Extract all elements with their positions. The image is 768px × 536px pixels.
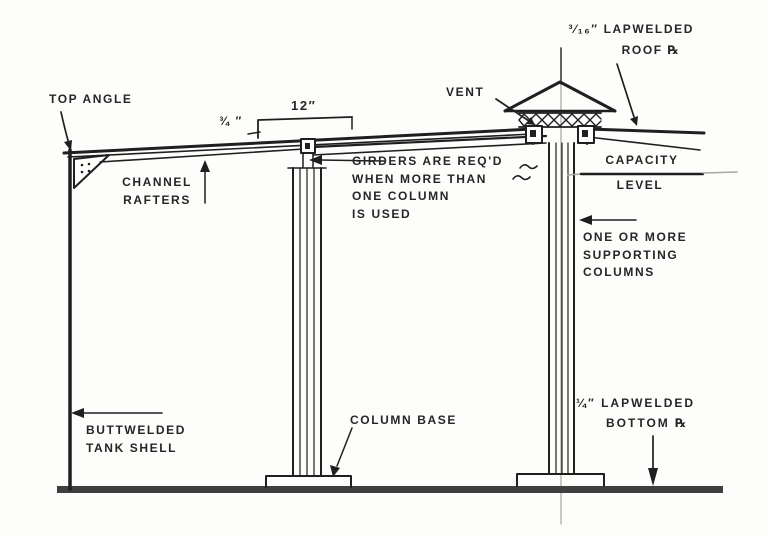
bottom-plate-label-line1: ¼″ LAPWELDED <box>576 396 696 410</box>
tank-shell-label: BUTTWELDED TANK SHELL <box>86 423 186 455</box>
rafter-line <box>99 148 305 163</box>
right-column <box>548 142 575 475</box>
top-angle-gusset <box>73 154 110 189</box>
leader-top-angle <box>60 111 72 151</box>
girder-dimension-bracket <box>247 116 353 139</box>
tilde-leaders <box>512 164 538 181</box>
girders-note: GIRDERS ARE REQ'D WHEN MORE THAN ONE COL… <box>352 154 503 221</box>
roof-plate-label-line1: ³⁄₁₆″ LAPWELDED <box>568 22 694 36</box>
supporting-columns-label: ONE OR MORE SUPPORTING COLUMNS <box>583 230 688 279</box>
channel-rafters-label: CHANNEL RAFTERS <box>122 175 192 207</box>
right-column-base <box>516 473 605 487</box>
leader-tank-shell <box>71 408 163 418</box>
leader-column-base <box>330 427 353 477</box>
capacity-level-line <box>567 171 738 176</box>
girder-offset-dimension: 12″ <box>291 98 317 113</box>
level-label: LEVEL <box>616 178 664 192</box>
capacity-label: CAPACITY <box>605 153 679 167</box>
rafter-thickness-dimension: ¾ ″ <box>219 114 243 128</box>
leader-channel-rafters <box>200 160 210 204</box>
floor-plate <box>57 486 723 493</box>
column-base-label: COLUMN BASE <box>350 413 457 427</box>
leader-girders <box>309 155 385 165</box>
top-angle-label: TOP ANGLE <box>49 92 133 106</box>
girder-lines <box>311 134 548 156</box>
leader-supporting-columns <box>579 215 637 225</box>
leader-bottom-plate <box>648 435 658 486</box>
roof-plate-label-line2: ROOF ℞ <box>621 43 680 57</box>
left-column <box>287 138 327 477</box>
leader-roof-plate <box>616 63 638 126</box>
vent-label: VENT <box>446 85 485 99</box>
bottom-plate-label-line2: BOTTOM ℞ <box>606 416 688 430</box>
leader-vent <box>495 98 535 125</box>
left-column-base <box>265 475 352 488</box>
